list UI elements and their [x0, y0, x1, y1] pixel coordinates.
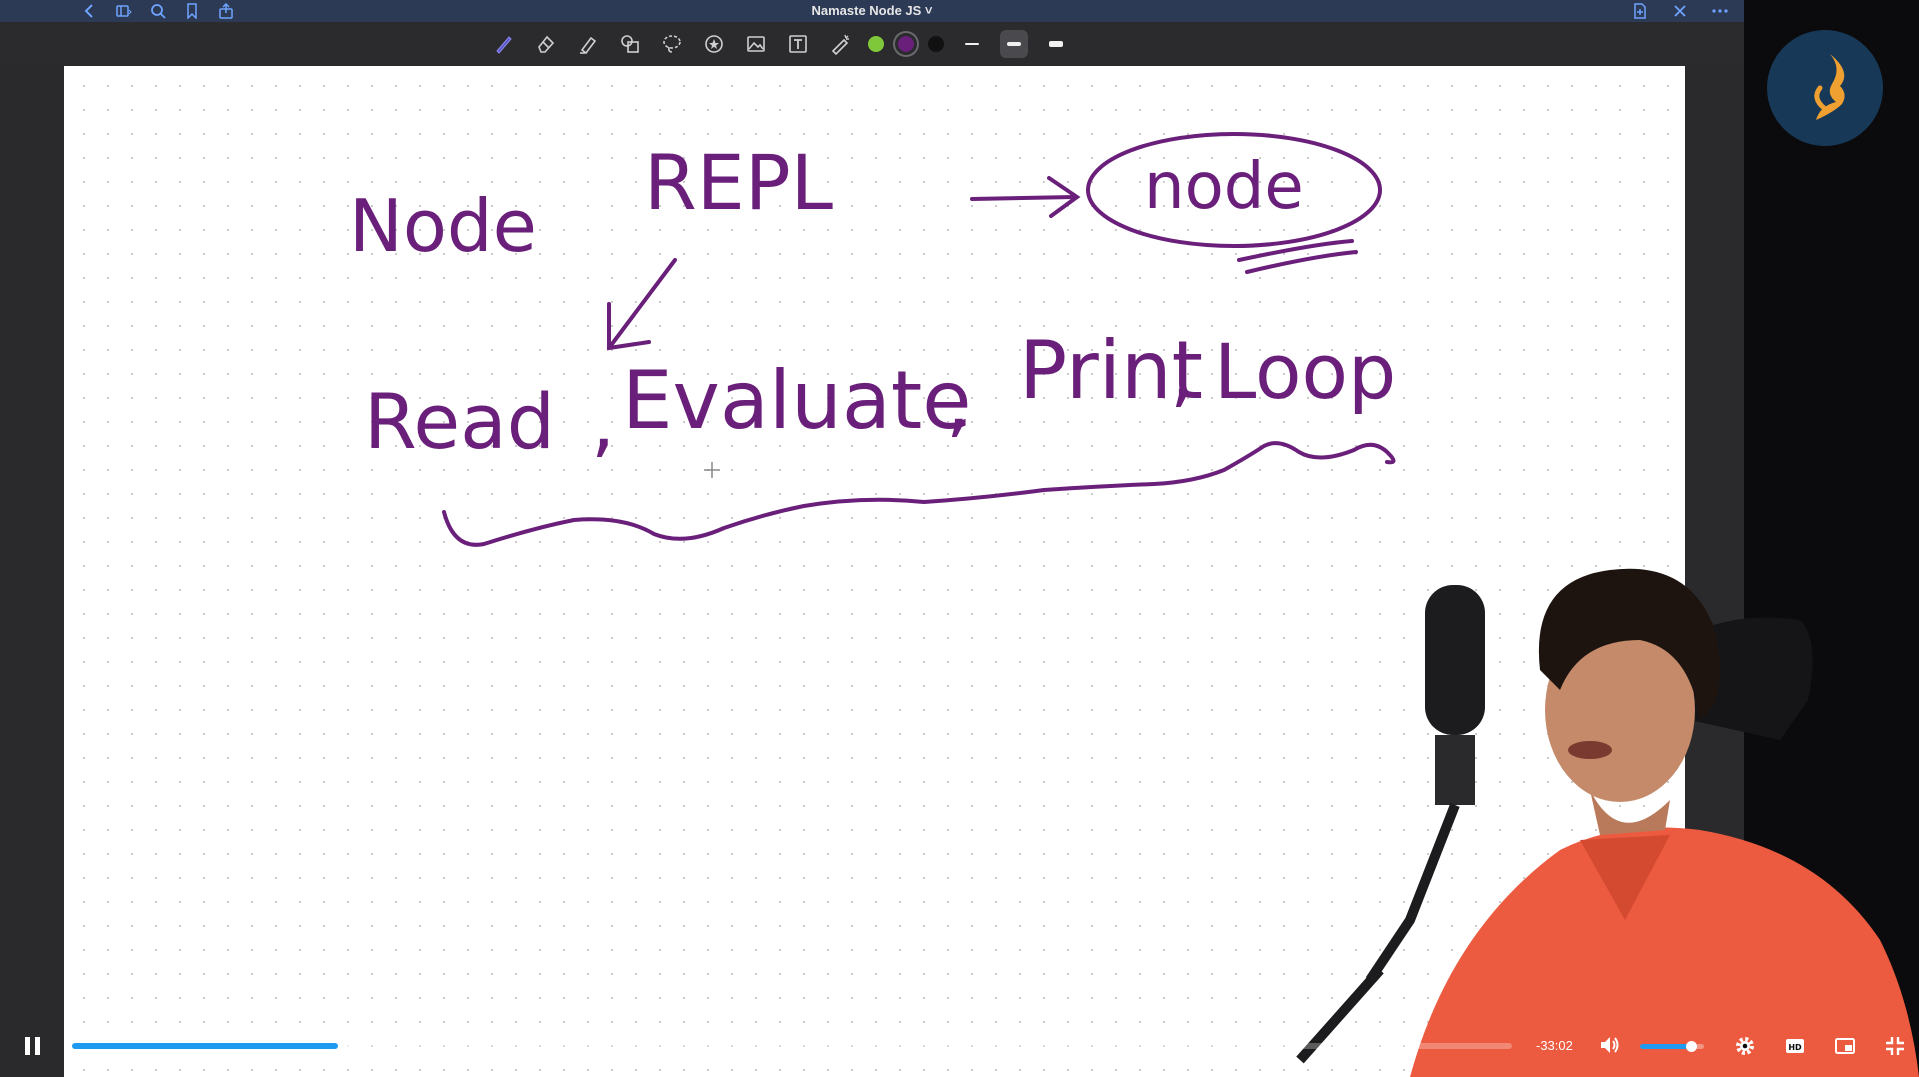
- volume-slider[interactable]: [1640, 1041, 1704, 1052]
- pip-icon[interactable]: [1832, 1033, 1858, 1059]
- bookmark-icon[interactable]: [184, 3, 200, 19]
- note-comma-2: ,: [946, 357, 970, 446]
- text-tool-icon[interactable]: [784, 30, 812, 58]
- note-node-command: node: [1144, 150, 1304, 224]
- titlebar-right-icons: [1632, 0, 1728, 22]
- hd-label: HD: [1788, 1043, 1802, 1052]
- document-title[interactable]: Namaste Node JS ˅: [811, 3, 933, 18]
- cursor-crosshair-icon: [704, 462, 720, 478]
- drawing-toolbar: [0, 22, 1744, 66]
- flame-logo-icon: [1814, 54, 1845, 120]
- pen-tool-icon[interactable]: [490, 30, 518, 58]
- circle-around-node: [1086, 132, 1382, 248]
- note-loop: Loop: [1214, 327, 1396, 416]
- wavy-underline: [442, 441, 1396, 547]
- settings-icon[interactable]: [1732, 1033, 1758, 1059]
- eraser-tool-icon[interactable]: [532, 30, 560, 58]
- pause-icon[interactable]: [20, 1034, 44, 1058]
- element-tool-icon[interactable]: [700, 30, 728, 58]
- presenter-webcam: [1296, 568, 1919, 1077]
- volume-icon[interactable]: [1598, 1033, 1622, 1057]
- lasso-tool-icon[interactable]: [658, 30, 686, 58]
- note-comma-3: ,: [1170, 327, 1194, 416]
- stroke-medium-button[interactable]: [1000, 30, 1028, 58]
- stroke-thin-button[interactable]: [958, 30, 986, 58]
- volume-fill: [1640, 1044, 1692, 1049]
- hd-icon[interactable]: HD: [1782, 1033, 1808, 1059]
- share-icon[interactable]: [218, 3, 234, 19]
- channel-logo: [1767, 30, 1883, 146]
- close-icon[interactable]: [1672, 3, 1688, 19]
- color-swatch-purple[interactable]: [898, 36, 914, 52]
- arrow-right: [970, 176, 1081, 218]
- title-bar: Namaste Node JS ˅: [0, 0, 1744, 22]
- played-bar: [72, 1043, 339, 1049]
- image-tool-icon[interactable]: [742, 30, 770, 58]
- highlighter-tool-icon[interactable]: [574, 30, 602, 58]
- color-swatch-green[interactable]: [868, 36, 884, 52]
- video-player-controls: -33:02 HD: [0, 1018, 1919, 1077]
- more-icon[interactable]: [1712, 3, 1728, 19]
- exit-fullscreen-icon[interactable]: [1882, 1033, 1908, 1059]
- note-repl: REPL: [644, 138, 833, 227]
- time-remaining: -33:02: [1536, 1038, 1573, 1053]
- color-swatch-black[interactable]: [928, 36, 944, 52]
- handwriting-layer: Node REPL node Read , Evaluate , Print ,…: [349, 132, 1396, 547]
- note-read: Read: [364, 377, 555, 466]
- back-icon[interactable]: [82, 3, 98, 19]
- arrow-down-left: [607, 258, 677, 351]
- sidebar-icon[interactable]: [116, 3, 132, 19]
- search-icon[interactable]: [150, 3, 166, 19]
- titlebar-left-icons: [82, 0, 234, 22]
- note-node: Node: [349, 184, 537, 268]
- note-comma-1: ,: [591, 377, 615, 466]
- note-print: Print: [1019, 324, 1203, 417]
- note-evaluate: Evaluate: [622, 354, 971, 447]
- shapes-tool-icon[interactable]: [616, 30, 644, 58]
- progress-bar[interactable]: [72, 1043, 1512, 1049]
- laser-pointer-tool-icon[interactable]: [826, 30, 854, 58]
- volume-knob[interactable]: [1686, 1041, 1698, 1052]
- stroke-thick-button[interactable]: [1042, 30, 1070, 58]
- add-page-icon[interactable]: [1632, 3, 1648, 19]
- underline-node: [1237, 239, 1358, 274]
